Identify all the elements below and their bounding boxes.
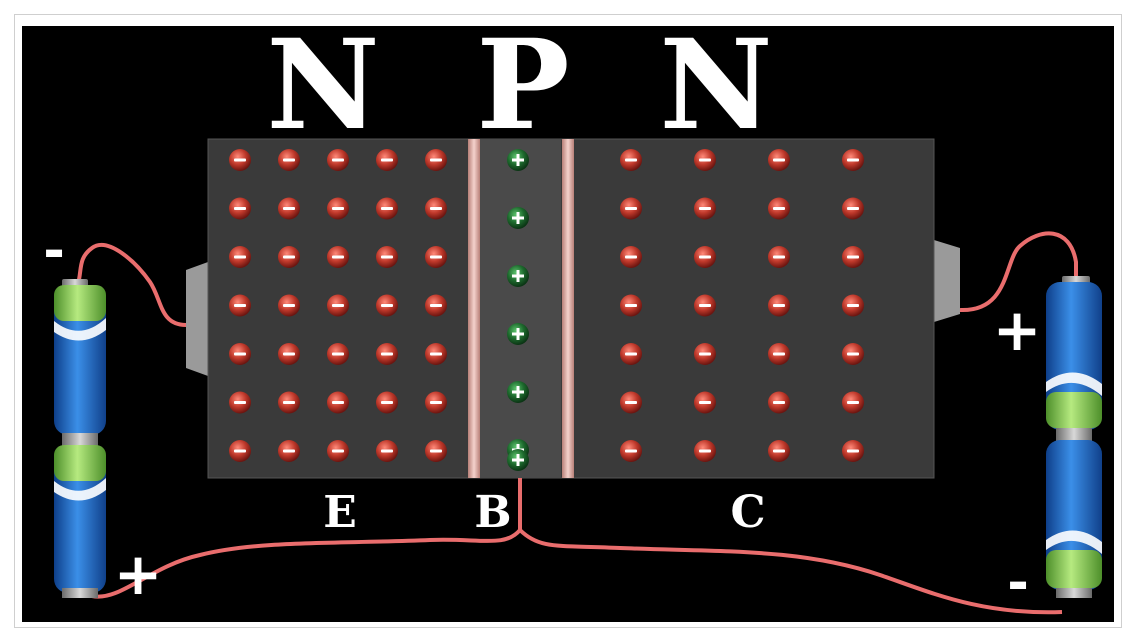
junction-base-collector	[562, 139, 574, 478]
electron-carrier	[425, 294, 447, 317]
right-battery-bottom-sign: -	[1007, 553, 1029, 613]
electron-carrier	[620, 149, 642, 171]
electron-carrier	[620, 294, 642, 317]
electron-carrier	[376, 197, 398, 220]
electron-carrier	[376, 440, 398, 462]
electron-carrier	[327, 246, 349, 268]
electron-carrier	[327, 391, 349, 414]
electron-carrier	[694, 246, 716, 268]
electron-carrier	[229, 246, 251, 268]
electron-carrier	[842, 343, 864, 365]
electron-carrier	[768, 149, 790, 171]
electron-carrier	[229, 343, 251, 365]
electron-carrier	[425, 343, 447, 365]
region-label-n-right: N	[659, 13, 772, 158]
region-label-n-left: N	[266, 13, 379, 158]
hole-carrier	[507, 449, 529, 471]
electron-carrier	[842, 294, 864, 317]
electron-carrier	[694, 343, 716, 365]
electron-carrier	[327, 294, 349, 317]
base-label: B	[474, 487, 511, 538]
electron-carrier	[278, 197, 300, 220]
junction-emitter-base	[468, 139, 480, 478]
electron-carrier	[842, 197, 864, 220]
wire-base-left-loop	[91, 478, 522, 599]
electron-carrier	[278, 343, 300, 365]
left-battery-stack	[54, 279, 106, 598]
electron-carrier	[376, 391, 398, 414]
right-battery-stack	[1046, 276, 1102, 598]
electron-carrier	[842, 391, 864, 414]
region-label-p: P	[476, 13, 569, 158]
left-battery-top-sign: -	[43, 221, 65, 281]
electron-carrier	[425, 246, 447, 268]
left-battery-bottom-sign: +	[114, 540, 163, 608]
wire-collector-to-battery	[959, 231, 1078, 313]
hole-carrier	[507, 381, 529, 403]
electron-carrier	[694, 294, 716, 317]
electron-carrier	[620, 197, 642, 220]
electron-carrier	[229, 197, 251, 220]
electron-carrier	[376, 149, 398, 171]
electron-carrier	[694, 197, 716, 220]
wire-emitter-to-battery	[76, 243, 187, 327]
electron-carrier	[694, 149, 716, 171]
electron-carrier	[327, 343, 349, 365]
base-holes	[507, 149, 529, 471]
emitter-electrons	[229, 149, 447, 462]
electron-carrier	[229, 149, 251, 171]
electron-carrier	[694, 391, 716, 414]
electron-carrier	[620, 343, 642, 365]
electron-carrier	[376, 294, 398, 317]
electron-carrier	[425, 197, 447, 220]
electron-carrier	[278, 149, 300, 171]
base-region	[475, 139, 561, 478]
electron-carrier	[842, 149, 864, 171]
emitter-contact-tab	[186, 262, 208, 376]
electron-carrier	[376, 343, 398, 365]
hole-carrier	[507, 323, 529, 345]
electron-carrier	[768, 294, 790, 317]
electron-carrier	[768, 197, 790, 220]
electron-carrier	[768, 343, 790, 365]
electron-carrier	[620, 440, 642, 462]
collector-electrons	[620, 149, 864, 462]
electron-carrier	[376, 246, 398, 268]
electron-carrier	[768, 391, 790, 414]
emitter-label: E	[323, 487, 357, 538]
electron-carrier	[620, 246, 642, 268]
electron-carrier	[425, 440, 447, 462]
electron-carrier	[229, 440, 251, 462]
electron-carrier	[694, 440, 716, 462]
electron-carrier	[278, 294, 300, 317]
electron-carrier	[229, 294, 251, 317]
right-battery-top-sign: +	[993, 296, 1042, 364]
electron-carrier	[278, 246, 300, 268]
electron-carrier	[425, 391, 447, 414]
electron-carrier	[842, 246, 864, 268]
electron-carrier	[327, 197, 349, 220]
electron-carrier	[327, 149, 349, 171]
electron-carrier	[768, 440, 790, 462]
electron-carrier	[620, 391, 642, 414]
hole-carrier	[507, 149, 529, 171]
hole-carrier	[507, 265, 529, 287]
wire-base-right-loop	[518, 528, 1063, 615]
electron-carrier	[425, 149, 447, 171]
electron-carrier	[278, 391, 300, 414]
collector-contact-tab	[934, 240, 960, 322]
electron-carrier	[278, 440, 300, 462]
electron-carrier	[842, 440, 864, 462]
collector-label: C	[730, 487, 765, 538]
hole-carrier	[507, 207, 529, 229]
electron-carrier	[229, 391, 251, 414]
electron-carrier	[768, 246, 790, 268]
electron-carrier	[327, 440, 349, 462]
